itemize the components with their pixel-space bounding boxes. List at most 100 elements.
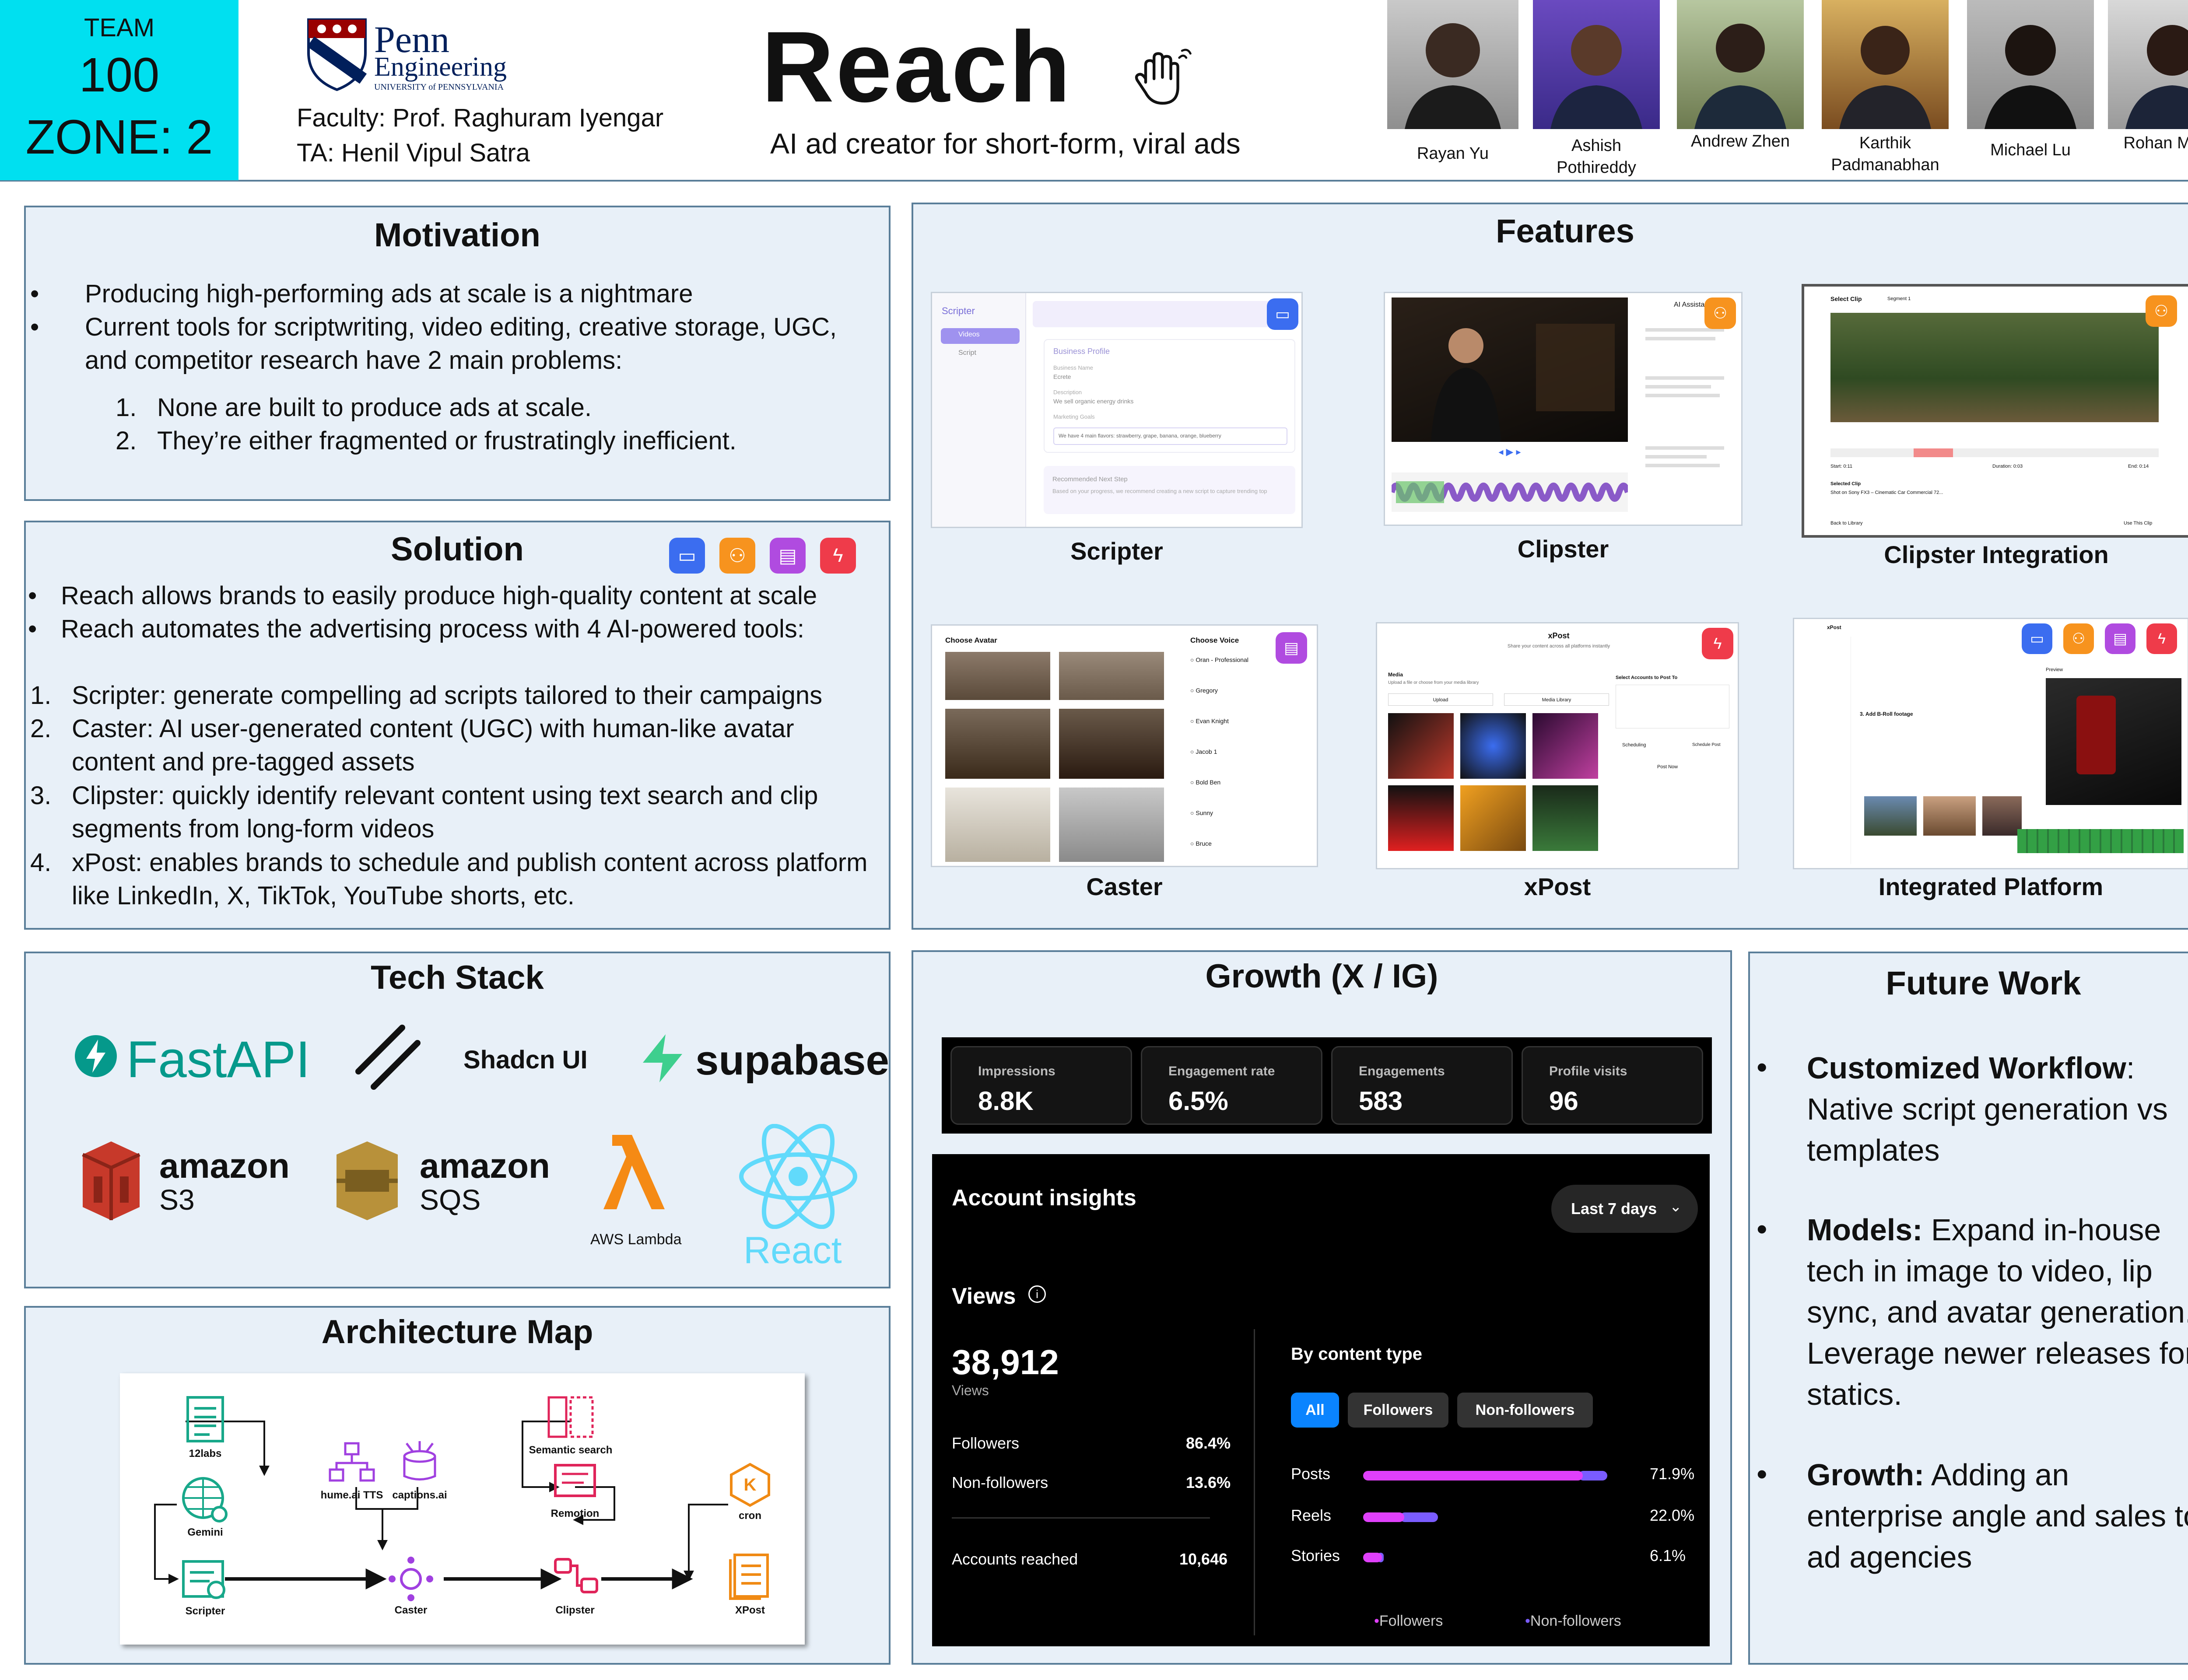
xpost-bolt-icon[interactable]: ϟ [2146,623,2177,654]
solution-panel: Solution ▭ ⚇ ▤ ϟ • Reach allows brands t… [24,521,891,930]
list-number: 1. [116,393,137,422]
broll-thumb[interactable] [1923,796,1976,836]
voice-option[interactable]: ○ Oran - Professional [1190,656,1248,663]
list-number: 2. [30,714,52,743]
member-photo [2108,0,2188,129]
field-label: Marketing Goals [1053,413,1095,420]
use-clip-button[interactable]: Use This Clip [2124,521,2153,526]
media-library-button[interactable]: Media Library [1504,693,1609,706]
member-name: Ashish Pothireddy [1557,136,1636,177]
cron-icon: K [730,1463,770,1507]
architecture-panel: Architecture Map 12labs Gemini Scripter [24,1306,891,1665]
content-type-bar [1363,1471,1674,1480]
stat-card: Engagement rate 6.5% [1141,1046,1322,1125]
broll-thumb[interactable] [1982,796,2022,836]
ai-assistant-title: AI Assistant [1674,301,1711,308]
bullet-dot: • [28,581,37,610]
clip-range[interactable] [1914,448,1953,457]
voice-option[interactable]: ○ Sunny [1190,809,1213,816]
marketing-input[interactable]: We have 4 main flavors: strawberry, grap… [1053,427,1287,445]
media-thumb[interactable] [1460,785,1526,851]
preview-video[interactable] [2046,678,2181,805]
member-name: Rayan Yu [1417,144,1489,163]
scripter-chat-icon[interactable]: ▭ [2022,623,2052,654]
range-dropdown[interactable]: Last 7 days ⌄ [1551,1185,1698,1233]
clip-timeline[interactable] [1830,448,2159,457]
clip-start: Start: 0:11 [1830,464,1852,469]
info-icon[interactable]: i [1028,1285,1046,1303]
stat-label: Engagement rate [1168,1064,1275,1078]
voice-option[interactable]: ○ Evan Knight [1190,718,1229,724]
clip-preview[interactable] [1830,313,2159,422]
avatar-tile[interactable] [1059,652,1164,700]
upload-button[interactable]: Upload [1388,693,1493,706]
scripter-app-name: Scripter [942,305,975,316]
remotion-icon [554,1464,596,1497]
media-thumb[interactable] [1532,713,1598,779]
caster-film-icon[interactable]: ▤ [2105,623,2135,654]
scripter-chat-icon[interactable]: ▭ [1267,298,1298,330]
clipster-video[interactable] [1392,298,1628,442]
scripter-nav-item[interactable]: Script [958,349,976,357]
waveform-track[interactable] [1392,472,1628,512]
avatar-tile[interactable] [945,788,1050,862]
future-panel: Future Work • Customized Workflow: Nativ… [1748,952,2188,1665]
feature-label: xPost [1524,873,1591,900]
media-thumb[interactable] [1460,713,1526,779]
faculty-text: Faculty: Prof. Raghuram Iyengar [297,104,664,132]
vertical-divider [1254,1329,1255,1635]
scripter-nav-item[interactable]: Videos [958,331,980,338]
avatar-tile[interactable] [945,652,1050,700]
motivation-panel: Motivation • Producing high-performing a… [24,206,891,501]
schedule-post-button[interactable]: Schedule Post [1692,742,1721,747]
clipster-people-icon[interactable]: ⚇ [1704,298,1736,329]
accounts-box[interactable] [1616,685,1729,728]
zone-label: ZONE: 2 [25,110,213,164]
avatar-tile[interactable] [1059,788,1164,862]
broll-thumb[interactable] [1864,796,1917,836]
avatar-tile[interactable] [1059,709,1164,779]
range-value: Last 7 days [1571,1200,1657,1218]
voice-option[interactable]: ○ Bold Ben [1190,779,1221,786]
stats-bar: Impressions 8.8K Engagement rate 6.5% En… [942,1037,1712,1134]
chat-line [1645,394,1720,397]
timeline-track[interactable] [2017,829,2184,853]
back-to-library-button[interactable]: Back to Library [1830,521,1863,526]
solution-item: Clipster: quickly identify relevant cont… [72,781,818,843]
person-silhouette-icon [1405,23,1501,129]
node-label-semantic-search: Semantic search [529,1444,613,1456]
voice-option[interactable]: ○ Jacob 1 [1190,748,1217,755]
member-photo [1387,0,1518,129]
followers-value: 86.4% [1186,1434,1231,1452]
media-thumb[interactable] [1532,785,1598,851]
media-thumb[interactable] [1388,713,1454,779]
clipster-people-icon[interactable]: ⚇ [2146,295,2177,327]
tech-stack-title: Tech Stack [371,959,544,996]
clipster-people-icon[interactable]: ⚇ [2063,623,2094,654]
avatar-tile[interactable] [945,709,1050,779]
scripter-nav-active[interactable] [941,328,1020,344]
preview-label: Preview [2046,667,2063,672]
views-value: 38,912 [952,1343,1059,1382]
filter-nonfollowers[interactable]: Non-followers [1457,1393,1593,1428]
content-type-value: 22.0% [1650,1506,1695,1524]
video-controls[interactable]: ◂ ▶ ▸ [1498,446,1521,457]
legend-label: Followers [1379,1613,1443,1629]
checklist-icon [182,1560,225,1599]
xpost-bolt-icon[interactable]: ϟ [1702,628,1733,659]
fastapi-label: FastAPI [126,1031,310,1088]
filter-all[interactable]: All [1291,1393,1339,1428]
future-item-body: Expand in-house tech in image to video, … [1807,1213,2188,1411]
svg-text:K: K [744,1475,757,1494]
media-thumb[interactable] [1388,785,1454,851]
s3-logo-icon [82,1141,140,1220]
reached-value: 10,646 [1179,1550,1228,1568]
node-label-captions: captions.ai [392,1489,447,1501]
content-type-value: 6.1% [1650,1547,1686,1564]
voice-option[interactable]: ○ Bruce [1190,840,1212,847]
divider [952,1517,1210,1519]
filter-followers[interactable]: Followers [1348,1393,1448,1428]
voice-option[interactable]: ○ Gregory [1190,687,1218,694]
post-now-button[interactable]: Post Now [1657,764,1678,770]
caster-film-icon[interactable]: ▤ [1276,632,1307,664]
